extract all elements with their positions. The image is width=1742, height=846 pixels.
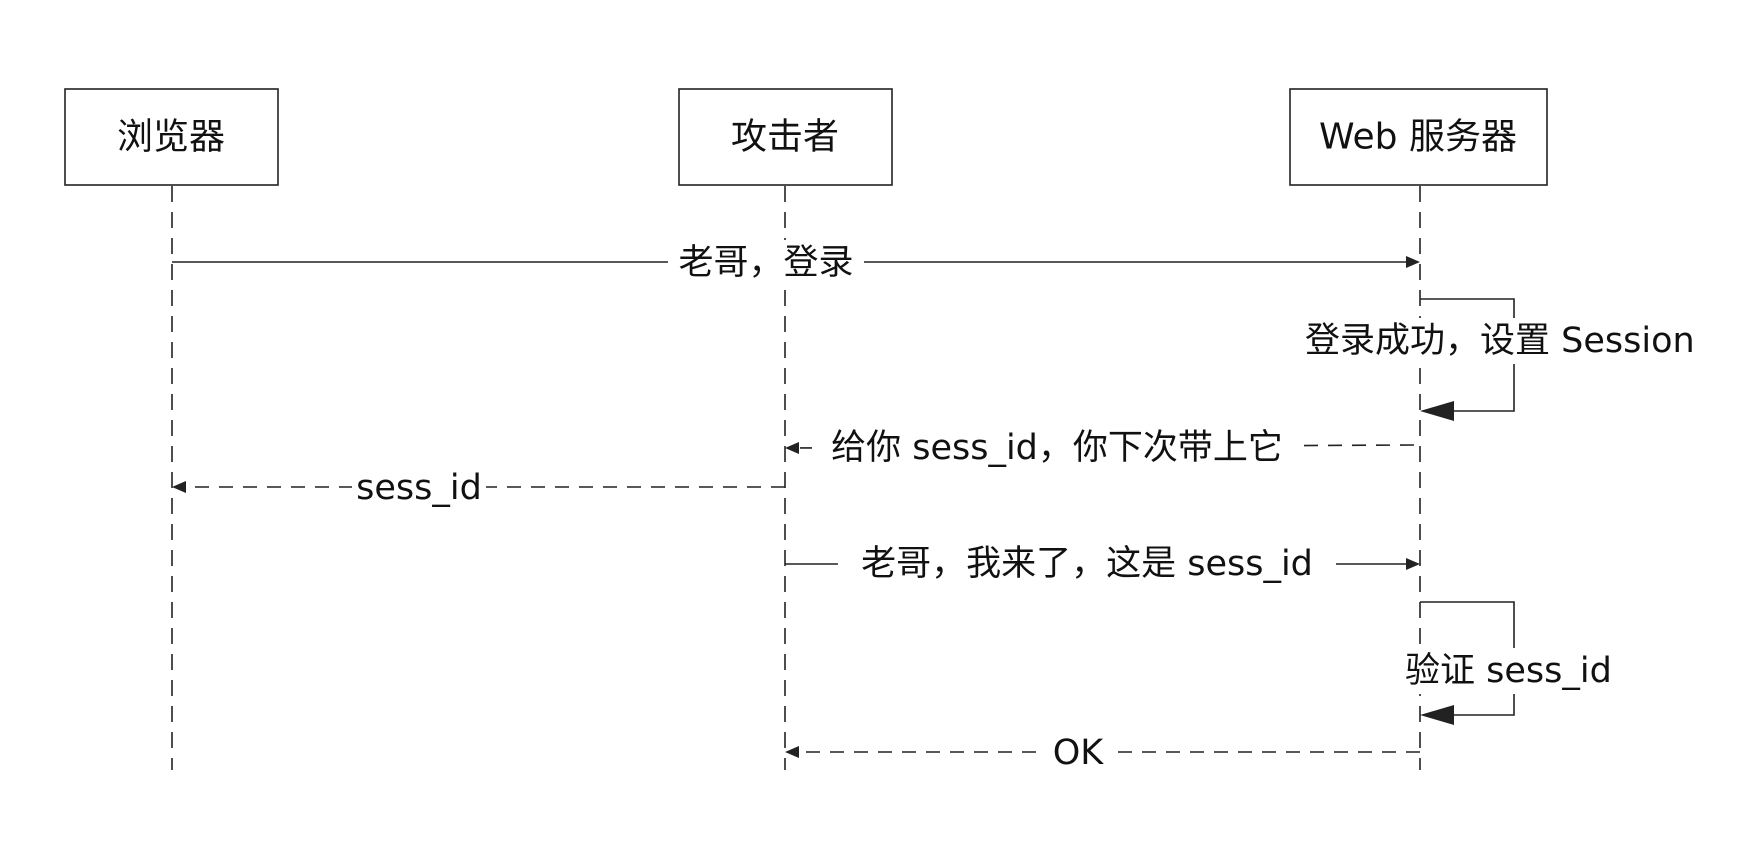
message-label: OK xyxy=(1053,733,1105,773)
arrowhead xyxy=(172,481,186,493)
label-bg xyxy=(1300,318,1718,364)
arrowhead xyxy=(1406,256,1420,268)
message-give-sess-id: 给你 sess_id，你下次带上它 xyxy=(785,425,1415,471)
arrowhead xyxy=(785,746,799,758)
participant-box xyxy=(678,88,893,186)
label-bg xyxy=(1400,648,1630,694)
label-bg xyxy=(352,465,486,509)
message-login-success-self: 登录成功，设置 Session xyxy=(1300,298,1718,421)
label-bg xyxy=(1046,730,1110,774)
participant-box xyxy=(64,88,279,186)
participant-server: Web 服务器 xyxy=(1289,88,1548,186)
message-label: 登录成功，设置 Session xyxy=(1305,321,1695,361)
message-attacker-login: 老哥，我来了，这是 sess_id xyxy=(785,541,1420,587)
label-bg xyxy=(668,240,864,284)
label-bg xyxy=(838,541,1336,587)
arrowhead xyxy=(785,442,799,454)
message-label: 老哥，我来了，这是 sess_id xyxy=(861,544,1313,584)
message-verify-self: 验证 sess_id xyxy=(1400,601,1630,725)
participant-label-server: Web 服务器 xyxy=(1319,117,1517,158)
label-bg xyxy=(812,425,1302,471)
message-label: 验证 sess_id xyxy=(1405,651,1612,691)
arrowhead xyxy=(1420,705,1454,725)
participant-browser: 浏览器 xyxy=(64,88,279,186)
participant-label-browser: 浏览器 xyxy=(117,117,225,158)
message-ok: OK xyxy=(785,730,1420,774)
message-label: 给你 sess_id，你下次带上它 xyxy=(831,428,1283,468)
message-label: 老哥，登录 xyxy=(678,243,853,283)
arrowhead xyxy=(1420,401,1454,421)
message-sess-id-to-browser: sess_id xyxy=(172,465,785,509)
participant-attacker: 攻击者 xyxy=(678,88,893,186)
message-label: sess_id xyxy=(356,468,482,508)
arrowhead xyxy=(1406,558,1420,570)
participant-label-attacker: 攻击者 xyxy=(731,117,839,158)
message-login: 老哥，登录 xyxy=(172,240,1420,284)
participant-box xyxy=(1289,88,1548,186)
